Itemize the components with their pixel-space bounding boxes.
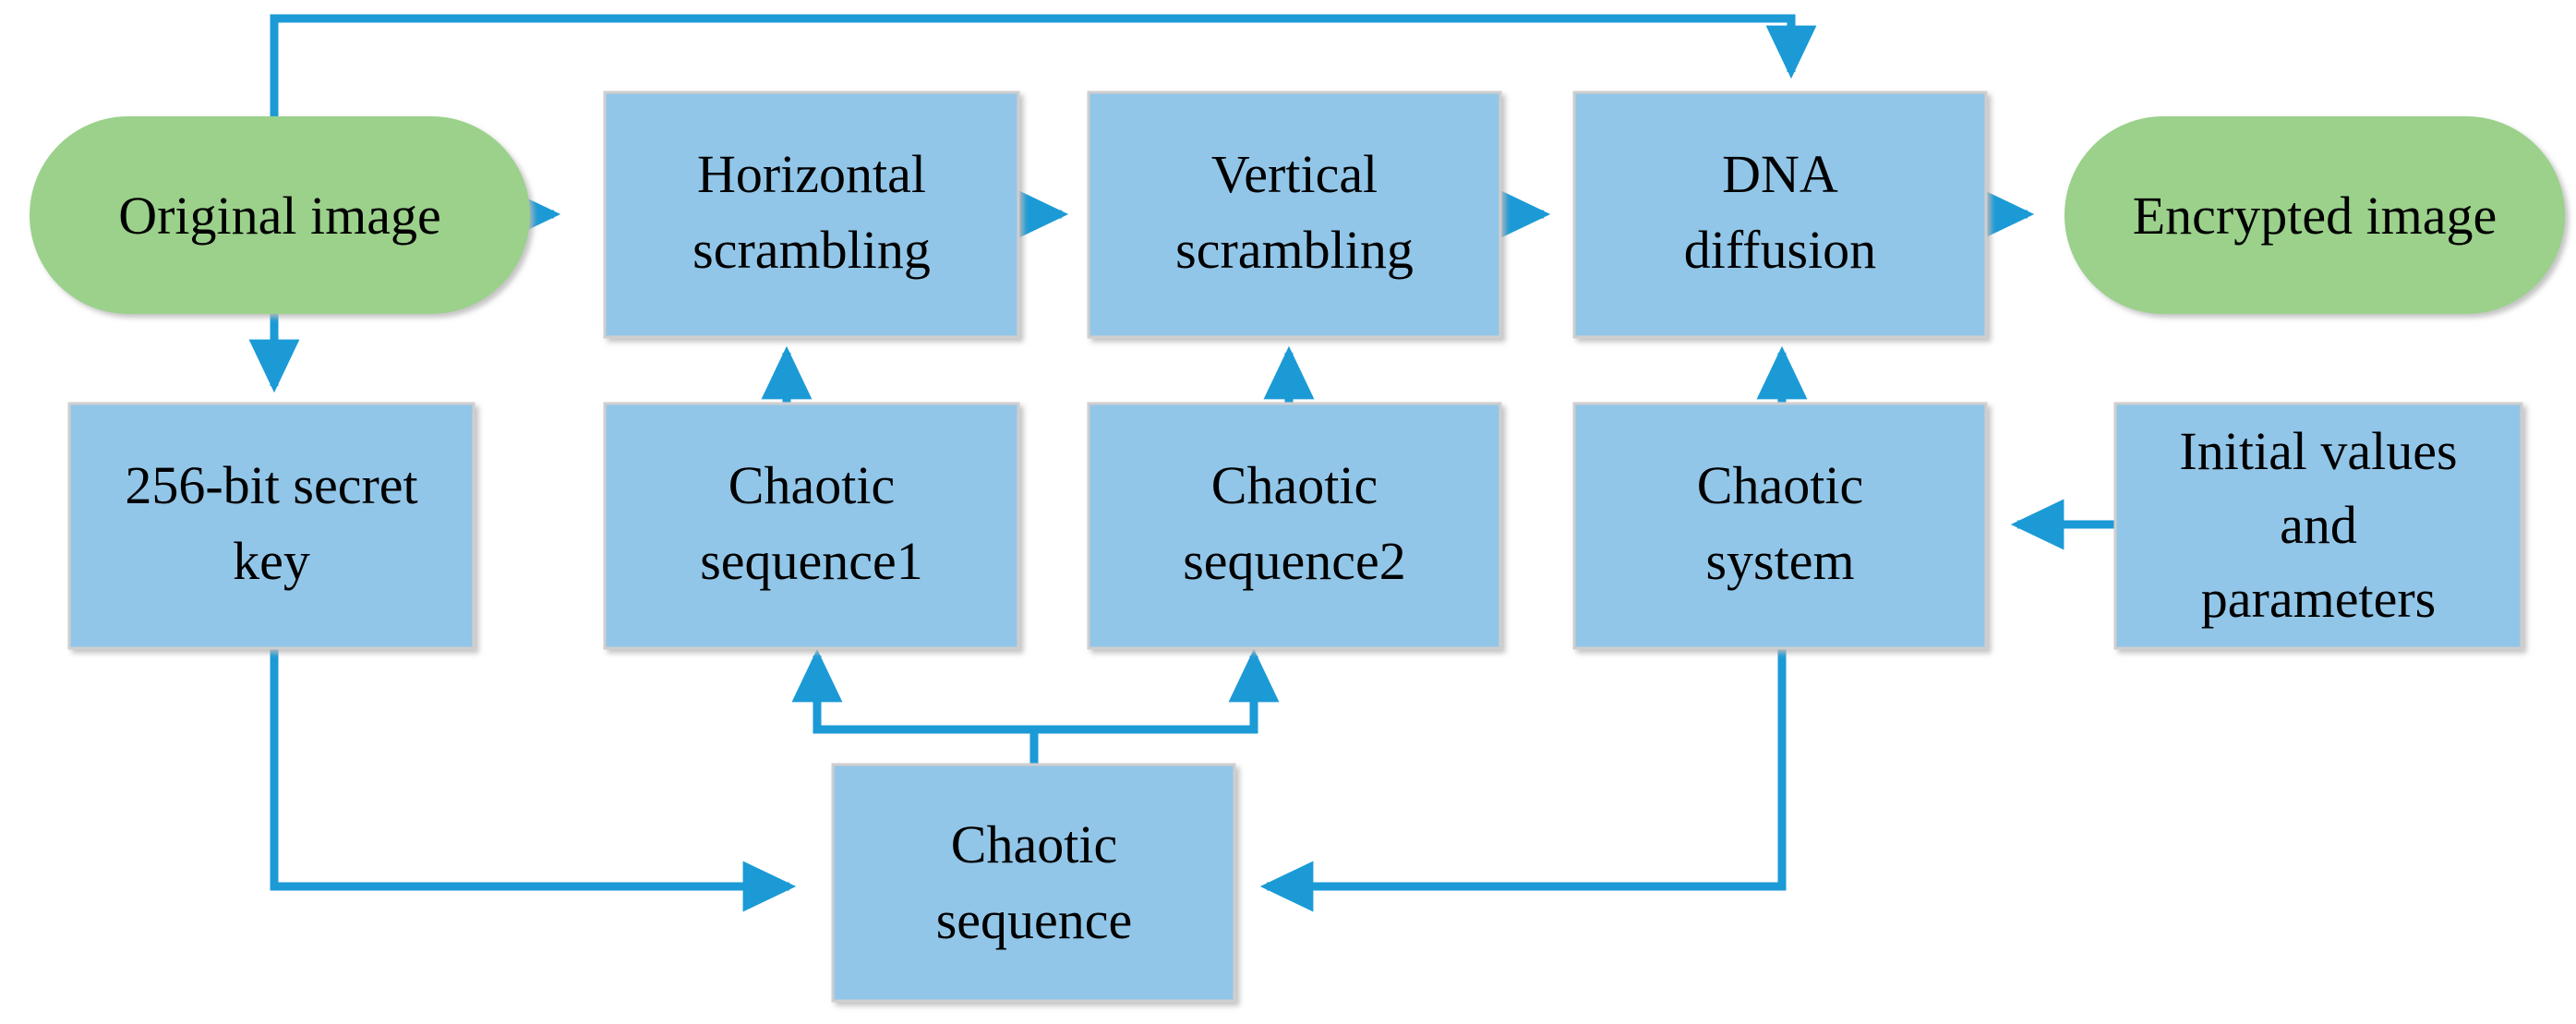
edge-chaotic-sequence-to-sequence2 xyxy=(1034,648,1280,734)
node-chaotic-sequence-shape xyxy=(831,763,1236,1003)
edge-key-to-chaotic-sequence xyxy=(270,647,797,912)
edge-original-to-dna-feedback xyxy=(270,14,1817,118)
node-secret-key-label-line2: key xyxy=(233,531,310,591)
node-chaotic-sequence-1-label-line1: Chaotic xyxy=(728,455,895,515)
node-dna-diffusion[interactable]: DNA diffusion xyxy=(1572,90,1988,339)
node-chaotic-sequence-2-label-line1: Chaotic xyxy=(1211,455,1378,515)
node-original-image-label: Original image xyxy=(118,186,441,246)
node-vertical-scrambling-label-line2: scrambling xyxy=(1175,220,1414,280)
node-secret-key-shape xyxy=(67,402,475,650)
node-dna-diffusion-label-line1: DNA xyxy=(1722,144,1838,204)
node-vertical-scrambling-shape xyxy=(1087,90,1502,339)
node-secret-key-label-line1: 256-bit secret xyxy=(125,455,417,515)
node-encrypted-image-label: Encrypted image xyxy=(2133,186,2498,246)
node-chaotic-system-label-line2: system xyxy=(1705,531,1854,591)
node-chaotic-sequence-1-shape xyxy=(603,402,1020,650)
node-chaotic-sequence-1-label-line2: sequence1 xyxy=(700,531,923,591)
node-dna-diffusion-label-line2: diffusion xyxy=(1684,220,1876,280)
node-initial-values-label-line3: parameters xyxy=(2201,569,2436,629)
node-horizontal-scrambling[interactable]: Horizontal scrambling xyxy=(603,90,1020,339)
node-vertical-scrambling-label-line1: Vertical xyxy=(1211,144,1378,204)
node-encrypted-image-shape xyxy=(2064,116,2565,314)
node-chaotic-sequence-label-line2: sequence xyxy=(936,890,1133,950)
node-horizontal-scrambling-label-line2: scrambling xyxy=(692,220,931,280)
node-initial-values-shape xyxy=(2113,402,2523,650)
node-original-image-shape xyxy=(30,116,530,314)
edge-chaotic-sequence-to-sequence1 xyxy=(791,648,1034,734)
node-initial-values-label-line2: and xyxy=(2280,495,2357,555)
node-horizontal-scrambling-shape xyxy=(603,90,1020,339)
connector-layer xyxy=(248,14,2115,912)
node-chaotic-sequence-2[interactable]: Chaotic sequence2 xyxy=(1087,402,1502,650)
node-dna-diffusion-shape xyxy=(1572,90,1988,339)
node-chaotic-system[interactable]: Chaotic system xyxy=(1572,402,1988,650)
node-vertical-scrambling[interactable]: Vertical scrambling xyxy=(1087,90,1502,339)
node-initial-values[interactable]: Initial values and parameters xyxy=(2113,402,2523,650)
node-chaotic-sequence-2-label-line2: sequence2 xyxy=(1183,531,1406,591)
node-chaotic-sequence[interactable]: Chaotic sequence xyxy=(831,763,1236,1003)
node-chaotic-sequence-label-line1: Chaotic xyxy=(951,814,1117,874)
node-chaotic-sequence-1[interactable]: Chaotic sequence1 xyxy=(603,402,1020,650)
edge-system-to-chaotic-sequence xyxy=(1259,647,1787,912)
node-encrypted-image[interactable]: Encrypted image xyxy=(2064,116,2565,314)
node-chaotic-system-label-line1: Chaotic xyxy=(1697,455,1863,515)
node-secret-key[interactable]: 256-bit secret key xyxy=(67,402,475,650)
node-original-image[interactable]: Original image xyxy=(30,116,530,314)
node-initial-values-label-line1: Initial values xyxy=(2179,421,2457,481)
node-horizontal-scrambling-label-line1: Horizontal xyxy=(697,144,926,204)
node-chaotic-system-shape xyxy=(1572,402,1988,650)
node-chaotic-sequence-2-shape xyxy=(1087,402,1502,650)
